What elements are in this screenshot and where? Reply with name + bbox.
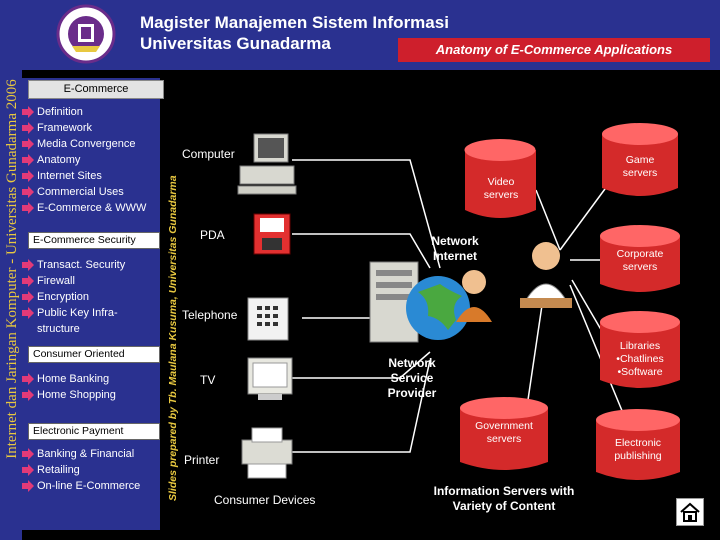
libraries-server-cylinder bbox=[600, 311, 680, 388]
nsp-label: Network Service Provider bbox=[387, 356, 437, 400]
nav-item-ecommerce-www[interactable]: E-Commerce & WWW bbox=[22, 200, 162, 216]
nav-item-home-shopping[interactable]: Home Shopping bbox=[22, 387, 162, 403]
info-servers-label: Information Servers with Variety of Cont… bbox=[433, 484, 575, 513]
pda-label: PDA bbox=[200, 228, 225, 242]
arrow-icon bbox=[22, 154, 34, 166]
arrow-icon bbox=[22, 480, 34, 492]
page-subtitle: Anatomy of E-Commerce Applications bbox=[398, 38, 710, 62]
computer-icon bbox=[237, 133, 297, 195]
university-logo bbox=[56, 4, 116, 64]
nav-item-public-key-cont[interactable]: structure bbox=[37, 323, 80, 335]
home-icon bbox=[680, 502, 700, 522]
publishing-server-cylinder bbox=[596, 409, 680, 480]
nav-item-definition[interactable]: Definition bbox=[22, 104, 162, 120]
arrow-icon bbox=[22, 275, 34, 287]
publishing-label: Electronic publishing bbox=[614, 437, 662, 462]
arrow-icon bbox=[22, 464, 34, 476]
nav-item-encryption[interactable]: Encryption bbox=[22, 289, 162, 305]
game-server-cylinder bbox=[602, 123, 678, 196]
nav-item-home-banking[interactable]: Home Banking bbox=[22, 371, 162, 387]
printer-icon bbox=[241, 427, 293, 479]
video-servers-label: Video servers bbox=[483, 176, 519, 201]
globe-icon bbox=[406, 276, 470, 340]
arrow-icon bbox=[22, 373, 34, 385]
pda-icon bbox=[253, 213, 291, 255]
section-consumer-oriented[interactable]: Consumer Oriented bbox=[28, 346, 160, 363]
sidebar bbox=[22, 78, 160, 530]
telephone-label: Telephone bbox=[182, 308, 238, 322]
nav-item-online-ecommerce[interactable]: On-line E-Commerce bbox=[22, 478, 162, 494]
arrow-icon bbox=[22, 202, 34, 214]
tv-label: TV bbox=[200, 373, 216, 387]
nav-item-internet-sites[interactable]: Internet Sites bbox=[22, 168, 162, 184]
network-internet-label: Network Internet bbox=[431, 234, 479, 263]
page-title: Magister Manajemen Sistem Informasi Univ… bbox=[140, 12, 449, 54]
nav-group-consumer: Home Banking Home Shopping bbox=[22, 371, 162, 403]
arrow-icon bbox=[22, 122, 34, 134]
nav-item-media-convergence[interactable]: Media Convergence bbox=[22, 136, 162, 152]
nav-group-payment: Banking & Financial Retailing On-line E-… bbox=[22, 446, 162, 494]
telephone-icon bbox=[247, 297, 289, 341]
arrow-icon bbox=[22, 170, 34, 182]
printer-label: Printer bbox=[184, 453, 220, 467]
government-servers-label: Government servers bbox=[475, 420, 533, 445]
computer-label: Computer bbox=[182, 147, 235, 161]
arrow-icon bbox=[22, 291, 34, 303]
arrow-icon bbox=[22, 389, 34, 401]
nav-item-commercial-uses[interactable]: Commercial Uses bbox=[22, 184, 162, 200]
game-servers-label: Game servers bbox=[622, 154, 658, 179]
arrow-icon bbox=[22, 259, 34, 271]
title-line-2: Universitas Gunadarma bbox=[140, 34, 331, 53]
arrow-icon bbox=[22, 138, 34, 150]
home-button[interactable] bbox=[676, 498, 704, 526]
arrow-icon bbox=[22, 307, 34, 319]
nav-group-security: Transact. Security Firewall Encryption P… bbox=[22, 257, 162, 337]
nav-item-transact-security[interactable]: Transact. Security bbox=[22, 257, 162, 273]
arrow-icon bbox=[22, 448, 34, 460]
title-line-1: Magister Manajemen Sistem Informasi bbox=[140, 13, 449, 32]
person-icon bbox=[520, 242, 572, 308]
corporate-server-cylinder bbox=[600, 225, 680, 292]
section-electronic-payment[interactable]: Electronic Payment bbox=[28, 423, 160, 440]
arrow-icon bbox=[22, 106, 34, 118]
nav-item-banking-financial[interactable]: Banking & Financial bbox=[22, 446, 162, 462]
nav-item-retailing[interactable]: Retailing bbox=[22, 462, 162, 478]
consumer-devices-label: Consumer Devices bbox=[214, 493, 316, 507]
nav-item-firewall[interactable]: Firewall bbox=[22, 273, 162, 289]
nav-group-main: Definition Framework Media Convergence A… bbox=[22, 104, 162, 216]
person-icon bbox=[456, 270, 492, 322]
vertical-banner-strip: Internet dan Jaringan Komputer - Univers… bbox=[0, 0, 22, 540]
nav-item-anatomy[interactable]: Anatomy bbox=[22, 152, 162, 168]
nav-item-public-key[interactable]: Public Key Infra- bbox=[22, 305, 162, 321]
video-server-cylinder bbox=[464, 139, 536, 218]
corporate-servers-label: Corporate servers bbox=[616, 248, 664, 273]
ecommerce-tab[interactable]: E-Commerce bbox=[28, 80, 164, 99]
section-ecommerce-security[interactable]: E-Commerce Security bbox=[28, 232, 160, 249]
government-server-cylinder bbox=[460, 397, 548, 470]
arrow-icon bbox=[22, 186, 34, 198]
tv-icon bbox=[247, 357, 293, 400]
nav-item-framework[interactable]: Framework bbox=[22, 120, 162, 136]
libraries-label: Libraries •Chatlines •Software bbox=[616, 340, 664, 378]
